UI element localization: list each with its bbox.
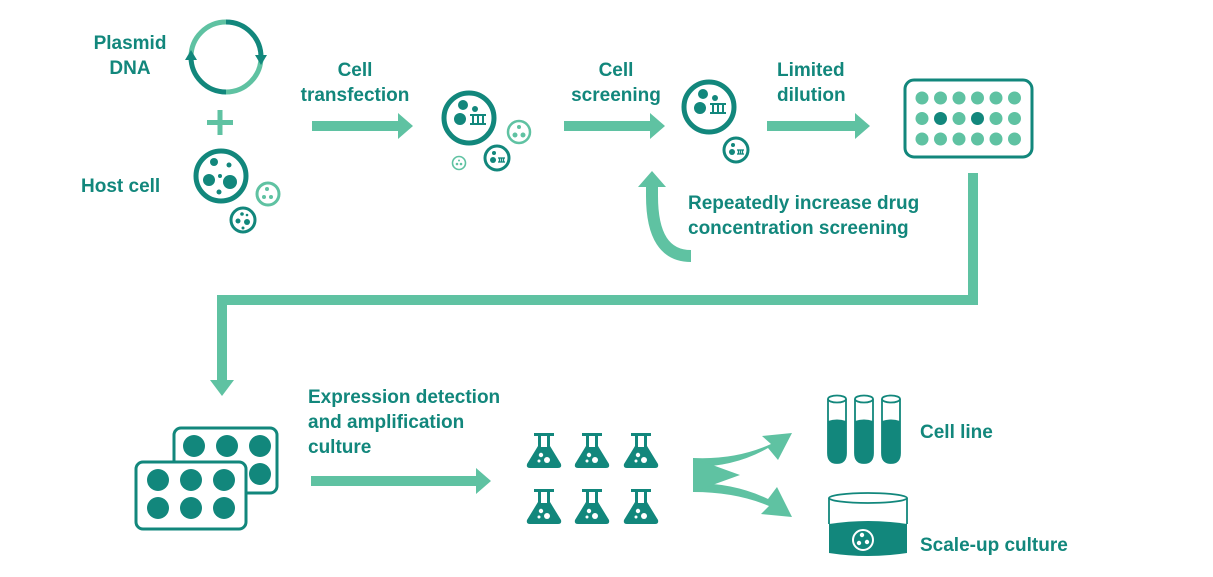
plus-icon [207, 110, 233, 135]
well [915, 132, 929, 146]
well-plate-96-icon [903, 78, 1034, 159]
well [1008, 132, 1021, 146]
split-arrow [693, 433, 792, 517]
connector-arrow [210, 173, 978, 396]
plasmid-dna-icon [185, 19, 267, 95]
limited-dilution-label: Limited dilution [777, 60, 846, 106]
cell-screening-label: Cell screening [571, 60, 661, 106]
well [971, 91, 984, 105]
well-plate-6-icon [134, 426, 279, 531]
scale-up-vessel-icon [828, 492, 908, 556]
well [1008, 91, 1021, 105]
well [952, 112, 966, 125]
dilution-arrow [767, 113, 870, 139]
well [934, 91, 947, 105]
plasmid-dna-label: Plasmid DNA [93, 33, 167, 79]
well [934, 132, 947, 146]
culture-flasks-icon [526, 433, 659, 524]
screened-cells-icon [684, 82, 750, 164]
test-tubes-icon [827, 394, 901, 464]
well [971, 132, 984, 146]
expression-arrow [311, 468, 491, 494]
selected-well [971, 112, 984, 125]
host-cell-label: Host cell [81, 176, 161, 197]
well [952, 132, 966, 146]
expression-detection-label: Expression detection and amplification c… [308, 387, 501, 458]
well [989, 132, 1003, 146]
scale-up-culture-label: Scale-up culture [920, 535, 1068, 556]
well [989, 91, 1003, 105]
transfected-cells-icon [444, 93, 532, 172]
transfection-arrow [312, 113, 413, 139]
cell-transfection-label: Cell transfection [300, 60, 410, 106]
well [915, 112, 929, 125]
selected-well [934, 112, 947, 125]
well [1008, 112, 1021, 125]
repeat-screening-arrow [638, 171, 692, 262]
well [952, 91, 966, 105]
screening-arrow [564, 113, 665, 139]
cell-line-label: Cell line [920, 422, 993, 443]
well [989, 112, 1003, 125]
host-cell-icon [193, 148, 281, 234]
repeat-screening-label: Repeatedly increase drug concentration s… [688, 193, 920, 239]
well [915, 91, 929, 105]
